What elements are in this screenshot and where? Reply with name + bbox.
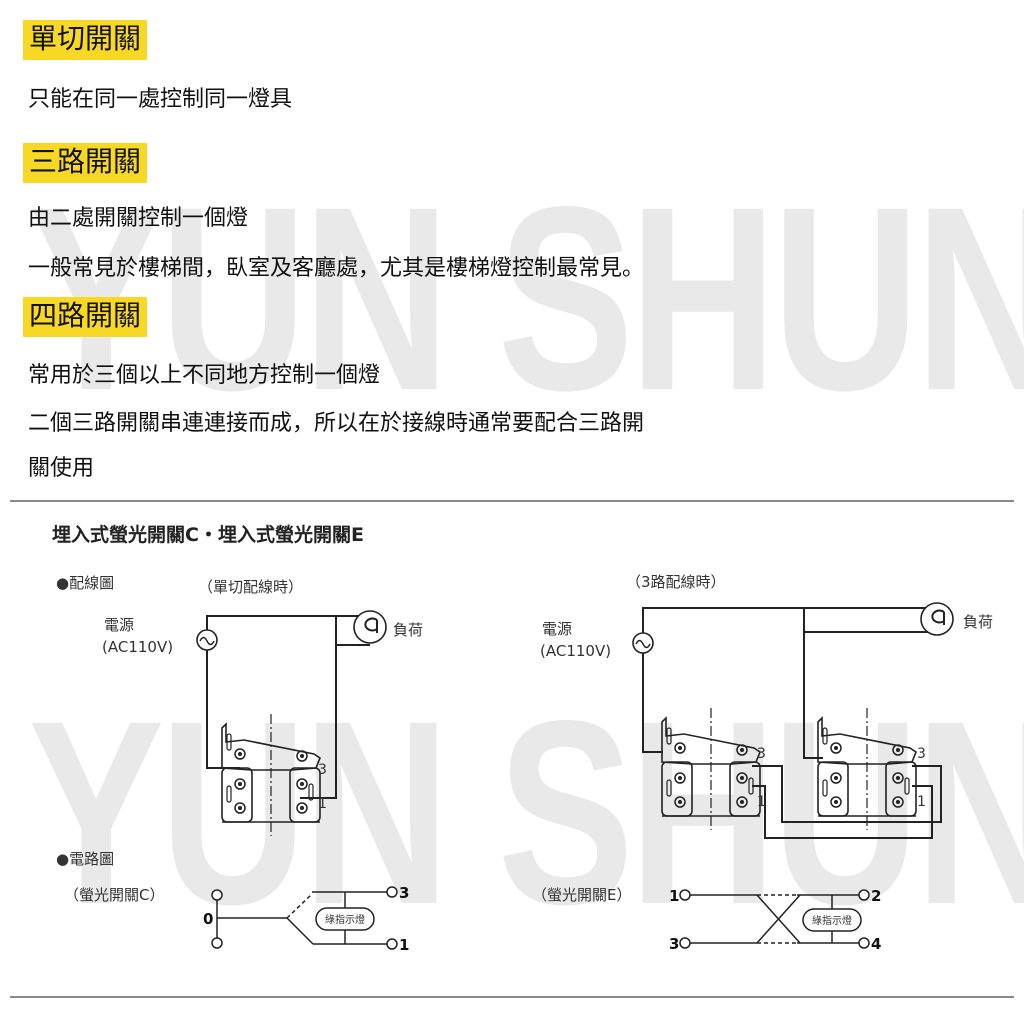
terminal-c-1: 1 <box>399 936 409 954</box>
switch-right-1 <box>661 707 761 831</box>
power-source-icon-left <box>196 629 218 651</box>
circuit-c <box>211 886 398 950</box>
terminal-e-2: 2 <box>871 887 881 905</box>
terminal-1-right-2: 1 <box>917 794 926 810</box>
single-switch-desc: 只能在同一處控制同一燈具 <box>28 87 293 112</box>
four-way-desc-2: 二個三路開關串連連接而成，所以在於接線時通常要配合三路開 <box>28 411 645 436</box>
switch-right-2 <box>817 707 917 831</box>
power-label-left: 電源 <box>104 616 135 634</box>
circuit-e <box>679 889 870 949</box>
power-label-right: 電源 <box>542 620 573 638</box>
switch-c-label: （螢光開關C） <box>64 886 165 904</box>
power-spec-left: (AC110V) <box>102 638 174 656</box>
circuit-diagram-label: ●電路圖 <box>56 850 115 868</box>
three-way-wiring-caption: （3路配線時） <box>626 573 726 591</box>
three-way-desc-2: 一般常見於樓梯間，臥室及客廳處，尤其是樓梯燈控制最常見。 <box>28 256 645 281</box>
switch-left <box>221 713 321 837</box>
terminal-1-right-1: 1 <box>757 794 766 810</box>
three-way-wiring-diagram <box>642 607 942 839</box>
heading-four-way-switch: 四路開關 <box>23 297 148 337</box>
load-lamp-icon-left <box>353 610 387 644</box>
terminal-3-right-1: 3 <box>757 746 766 762</box>
load-label-right: 負荷 <box>963 613 994 631</box>
heading-single-switch: 單切開關 <box>23 20 148 60</box>
power-source-icon-right <box>632 632 654 654</box>
terminal-3-right-2: 3 <box>917 746 926 762</box>
single-wiring-caption: （單切配線時） <box>198 578 304 596</box>
watermark-top: YUN SHUN <box>28 152 1024 445</box>
watermark-bottom: YUN SHUN <box>28 666 1024 959</box>
terminal-3-left: 3 <box>318 762 327 778</box>
terminal-e-3: 3 <box>669 935 679 953</box>
four-way-desc-1: 常用於三個以上不同地方控制一個燈 <box>28 363 381 388</box>
heading-three-way-switch: 三路開關 <box>23 143 148 183</box>
divider-top <box>10 500 1014 502</box>
four-way-desc-3: 關使用 <box>28 456 95 481</box>
terminal-c-3: 3 <box>399 884 409 902</box>
load-lamp-icon-right <box>920 602 954 636</box>
terminal-c-0: 0 <box>203 910 213 928</box>
wiring-diagram-label: ●配線圖 <box>56 574 115 592</box>
diagram-title: 埋入式螢光開關C・埋入式螢光開關E <box>52 524 364 546</box>
terminal-e-1: 1 <box>669 887 679 905</box>
power-spec-right: (AC110V) <box>540 642 612 660</box>
indicator-label-c: 綠指示燈 <box>325 913 365 926</box>
switch-e-label: （螢光開關E） <box>532 886 632 904</box>
load-label-left: 負荷 <box>393 621 424 639</box>
terminal-1-left: 1 <box>318 796 327 812</box>
terminal-e-4: 4 <box>871 935 881 953</box>
three-way-desc-1: 由二處開關控制一個燈 <box>28 206 249 231</box>
divider-bottom <box>10 996 1014 998</box>
indicator-label-e: 綠指示燈 <box>812 914 852 927</box>
